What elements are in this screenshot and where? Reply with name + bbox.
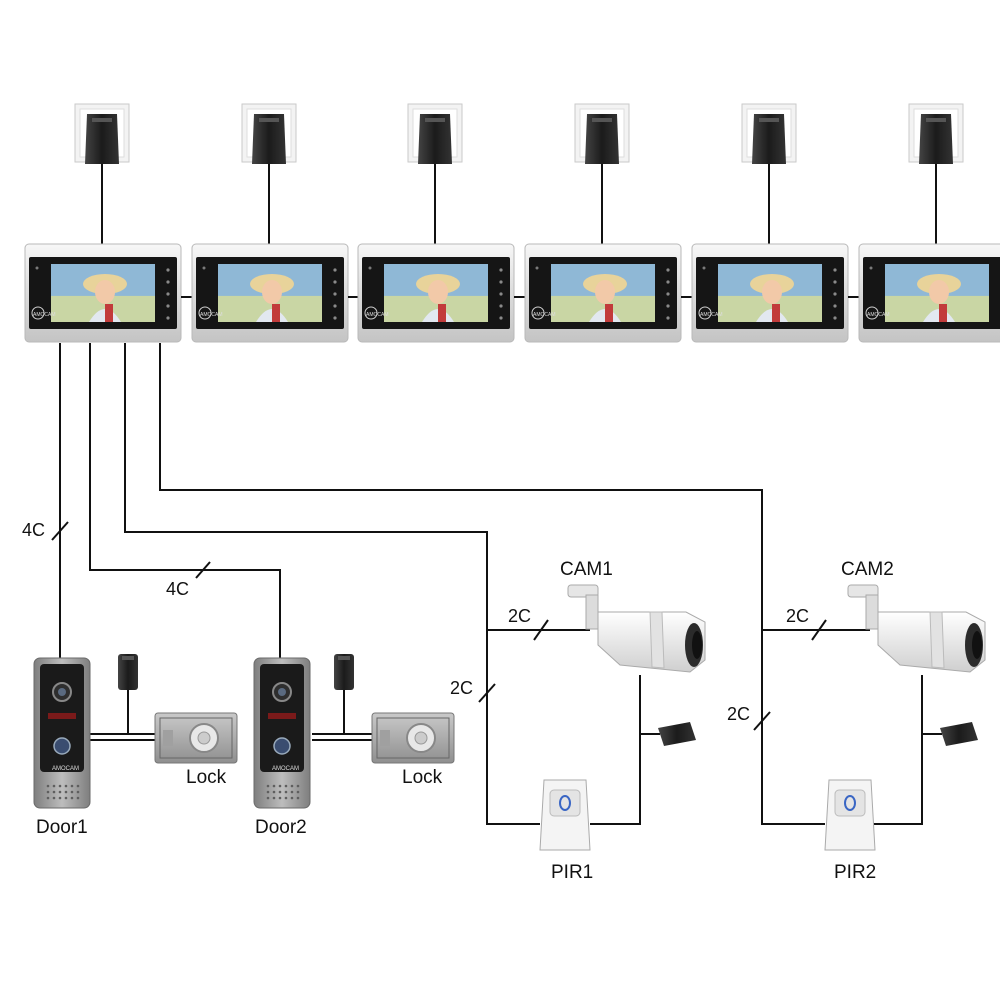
label-door1: Door1 [36,817,88,838]
power-adapter-icon [334,654,354,690]
label-cam2-video-cable: 2C [786,606,809,626]
bullet-camera-1 [567,584,706,673]
electric-lock-1 [154,712,238,764]
tick-cam2-video [811,619,827,641]
label-cam2-pir-cable: 2C [727,704,750,724]
tick-cam1-video [533,619,549,641]
svg-text:AMOCAM: AMOCAM [272,766,299,772]
wire-cam2-bus [159,343,825,825]
indoor-monitor-2: AMOCAM [191,243,349,343]
bullet-camera-2 [847,584,986,673]
power-plug-icon [241,103,297,164]
device-labels: Door1 Door2 Lock Lock CAM1 CAM2 PIR1 PIR… [36,559,894,883]
monitor-chain: AMOCAM AMOCAM AMOCAM AMOCAM AMOCAM AMOCAM [24,103,1000,343]
power-adapter-icon [940,722,978,746]
label-door2: Door2 [255,817,307,838]
wire-door2 [89,343,281,660]
wire-door1-lock [90,733,155,741]
wire-pir1-adapter [590,675,641,825]
monitor-brand: AMOCAM [33,312,56,318]
power-adapter-icon [658,722,696,746]
pir-sensor-1 [539,779,591,851]
monitor-brand: AMOCAM [700,312,723,318]
tick-cam2-pir [753,711,771,731]
tick-door1 [51,521,69,541]
indoor-monitor-5: AMOCAM [691,243,849,343]
power-adapter-icon [118,654,138,690]
wire-pir2-adapter [872,675,923,825]
power-plug-icon [74,103,130,164]
label-cam1: CAM1 [560,559,613,580]
label-cam1-video-cable: 2C [508,606,531,626]
cable-labels: 4C 4C 2C 2C 2C 2C [22,520,809,724]
indoor-monitor-3: AMOCAM [357,243,515,343]
door-station-1: AMOCAM [33,657,91,809]
tick-cam1-pir [478,683,496,703]
label-cam2: CAM2 [841,559,894,580]
indoor-monitor-1: AMOCAM [24,243,182,343]
power-plug-icon [407,103,463,164]
power-plug-icon [908,103,964,164]
label-pir2: PIR2 [834,862,876,883]
indoor-monitor-6: AMOCAM [858,243,1000,343]
label-door1-cable: 4C [22,520,45,540]
pir-sensor-2 [824,779,876,851]
monitor-brand: AMOCAM [200,312,223,318]
wiring [51,343,942,825]
label-cam1-pir-cable: 2C [450,678,473,698]
svg-text:AMOCAM: AMOCAM [52,766,79,772]
tick-door2 [195,561,211,579]
power-plug-icon [574,103,630,164]
monitor-brand: AMOCAM [533,312,556,318]
electric-lock-2 [371,712,455,764]
label-lock2: Lock [402,767,443,788]
indoor-monitor-4: AMOCAM [524,243,682,343]
monitor-brand: AMOCAM [867,312,890,318]
label-door2-cable: 4C [166,579,189,599]
wire-cam1-bus [124,343,540,825]
label-pir1: PIR1 [551,862,593,883]
power-plug-icon [741,103,797,164]
wire-door2-lock [312,733,372,741]
label-lock1: Lock [186,767,227,788]
door-station-2: AMOCAM [253,657,311,809]
monitor-brand: AMOCAM [366,312,389,318]
